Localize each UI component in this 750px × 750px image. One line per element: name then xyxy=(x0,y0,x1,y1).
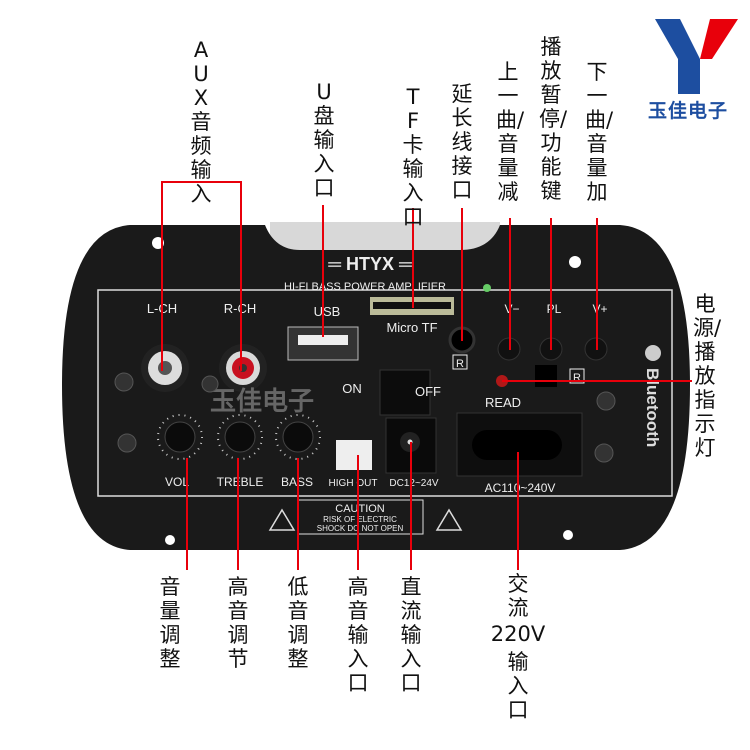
panel-detail xyxy=(569,368,585,384)
panel-detail: AC110~240V xyxy=(485,481,556,495)
callout-line xyxy=(502,380,692,382)
panel-detail: OFF xyxy=(415,384,441,399)
high-out-connector xyxy=(336,440,372,470)
callout-dc-input: 直流输入口 xyxy=(400,575,422,695)
panel-detail: R xyxy=(573,372,581,384)
panel-detail xyxy=(217,414,263,460)
callout-line xyxy=(161,181,242,183)
panel-detail xyxy=(165,535,175,545)
panel-detail xyxy=(298,335,348,345)
vol-knob xyxy=(164,421,196,453)
panel-detail: RISK OF ELECTRIC xyxy=(323,515,397,524)
panel-detail xyxy=(645,345,661,361)
callout-prev-volume-down: 上一曲/音量减 xyxy=(496,60,525,204)
panel-subtitle: HI-FI BASS POWER AMPLIFIER xyxy=(284,281,446,293)
callout-line xyxy=(237,458,239,570)
callout-line xyxy=(297,458,299,570)
panel-detail xyxy=(270,222,500,252)
panel-detail: SHOCK DO NOT OPEN xyxy=(317,524,404,533)
panel-detail xyxy=(114,372,134,392)
panel-detail xyxy=(435,508,463,531)
panel-detail xyxy=(535,365,557,387)
callout-line xyxy=(186,458,188,570)
callout-line xyxy=(509,218,511,350)
panel-detail: ON xyxy=(342,381,362,396)
panel-detail xyxy=(275,414,321,460)
callout-extension-jack: 延长线接口 xyxy=(451,82,473,202)
tf-label: Micro TF xyxy=(386,320,437,335)
callout-line xyxy=(410,442,412,570)
panel-detail: R xyxy=(456,358,464,370)
panel-detail xyxy=(596,391,616,411)
panel-detail xyxy=(157,414,203,460)
panel-detail xyxy=(201,375,219,393)
panel-detail: V− xyxy=(504,302,519,316)
panel-detail: DC12~24V xyxy=(389,478,439,489)
callout-line xyxy=(517,452,519,570)
brand-name: ═ HTYX ═ xyxy=(327,254,412,274)
panel-detail xyxy=(563,530,573,540)
callout-play-pause: 播放暂停/功能键 xyxy=(539,35,568,203)
treble-knob xyxy=(224,421,256,453)
callout-line xyxy=(161,181,163,371)
panel-detail: V+ xyxy=(592,302,607,316)
callout-line xyxy=(550,218,552,350)
panel-detail xyxy=(700,19,738,59)
panel-detail xyxy=(483,284,491,292)
callout-line xyxy=(596,218,598,350)
panel-detail xyxy=(569,256,581,268)
bass-knob xyxy=(282,421,314,453)
callout-treble: 高音调节 xyxy=(227,575,249,671)
panel-detail: HIGH OUT xyxy=(329,478,378,489)
callout-aux-input: AUX音频输入 xyxy=(190,38,212,206)
panel-detail: PL xyxy=(547,302,562,316)
panel-detail xyxy=(655,19,700,94)
panel-detail xyxy=(117,433,137,453)
bluetooth-label: Bluetooth xyxy=(643,368,662,447)
callout-line xyxy=(412,208,414,308)
callout-ac-bottom: 输入口 xyxy=(507,650,529,722)
callout-ac-top: 交流 xyxy=(507,572,529,620)
callout-high-input: 高音输入口 xyxy=(347,575,369,695)
callout-bass: 低音调整 xyxy=(287,575,309,671)
brand-logo xyxy=(650,14,740,124)
callout-power-led: 电源/播放指示灯 xyxy=(693,292,722,460)
callout-volume: 音量调整 xyxy=(159,575,181,671)
callout-line xyxy=(461,208,463,341)
panel-detail: HTYX xyxy=(346,254,394,274)
panel-detail: READ xyxy=(485,395,521,410)
callout-line xyxy=(322,205,324,337)
callout-tf-input: TF卡输入口 xyxy=(402,85,424,229)
watermark: 玉佳电子 xyxy=(210,386,314,416)
usb-label: USB xyxy=(314,304,341,319)
panel-detail xyxy=(268,508,296,531)
brand-logo-text: 玉佳电子 xyxy=(648,100,729,122)
callout-line xyxy=(240,181,242,371)
callout-ac-voltage: 220V xyxy=(490,622,546,646)
panel-detail xyxy=(452,354,468,370)
panel-detail: VOL xyxy=(165,475,189,489)
power-switch xyxy=(379,369,431,416)
panel-detail xyxy=(97,289,673,497)
callout-line xyxy=(357,455,359,570)
panel-detail xyxy=(472,430,562,460)
panel-detail: TREBLE xyxy=(217,475,264,489)
knobs xyxy=(157,414,321,460)
callout-usb-input: U盘输入口 xyxy=(313,80,335,200)
panel-detail xyxy=(114,372,616,463)
panel-detail: CAUTION xyxy=(335,503,385,515)
callout-next-volume-up: 下一曲/音量加 xyxy=(585,60,614,204)
panel-detail xyxy=(594,443,614,463)
